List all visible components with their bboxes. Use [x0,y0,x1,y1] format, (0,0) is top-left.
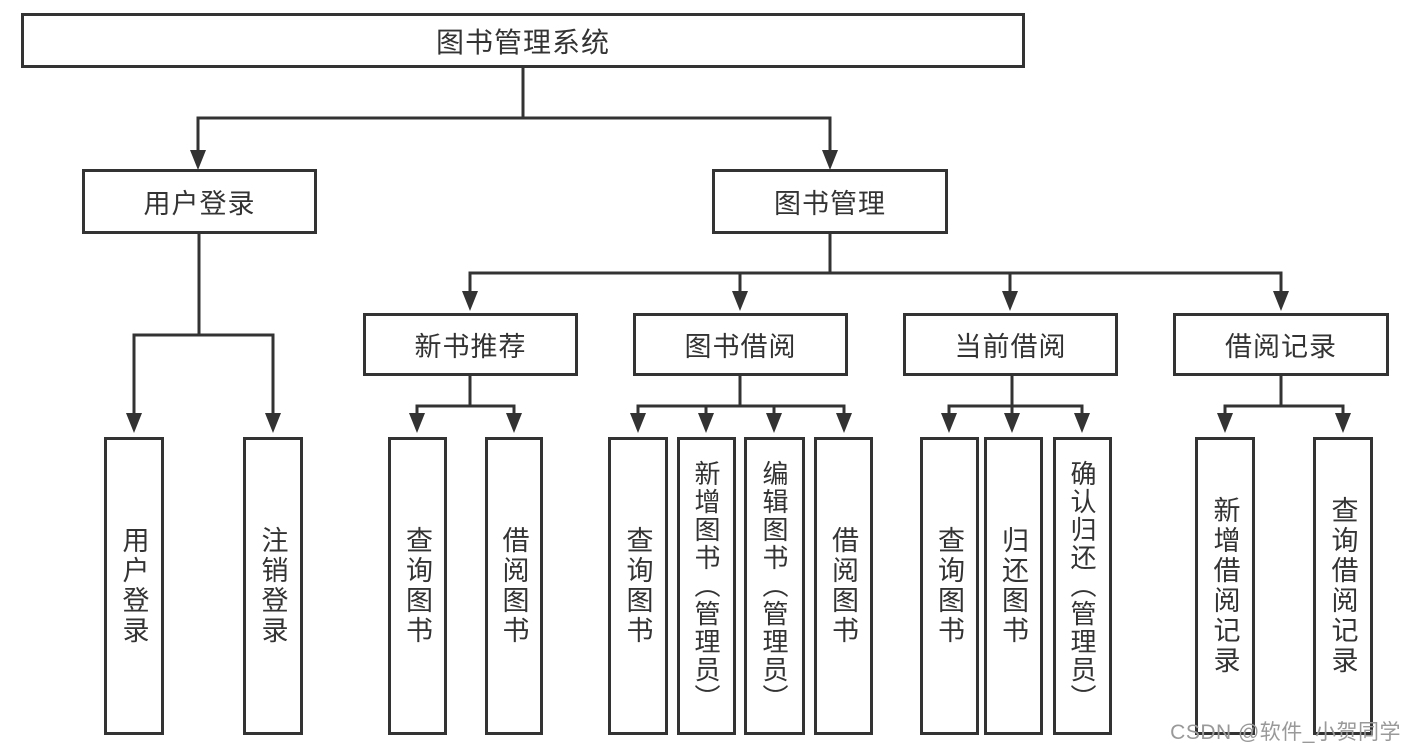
leaf-label: 查询图书 [622,526,653,646]
leaf-return-books: 归还图书 [984,437,1043,735]
node-book-management: 图书管理 [712,169,948,234]
leaf-label: 确认归还（管理员） [1067,460,1097,712]
leaf-search-books-current: 查询图书 [920,437,979,735]
leaf-label: 借阅图书 [828,526,858,646]
leaf-add-book-admin: 新增图书（管理员） [677,437,736,735]
leaf-user-login: 用户登录 [104,437,164,735]
leaf-confirm-return-admin: 确认归还（管理员） [1053,437,1112,735]
leaf-label: 新增图书（管理员） [691,460,721,712]
leaf-add-borrow-record: 新增借阅记录 [1195,437,1255,735]
leaf-label: 归还图书 [998,526,1028,646]
leaf-borrow-books-recommend: 借阅图书 [485,437,543,735]
node-current-borrowing: 当前借阅 [903,313,1118,376]
leaf-search-books-borrow: 查询图书 [608,437,668,735]
leaf-label: 查询图书 [934,526,964,646]
leaf-label: 查询借阅记录 [1327,496,1358,676]
leaf-label: 查询图书 [402,526,432,646]
node-user-login: 用户登录 [82,169,317,234]
leaf-search-books-recommend: 查询图书 [388,437,447,735]
leaf-logout: 注销登录 [243,437,303,735]
leaf-borrow-books: 借阅图书 [814,437,873,735]
node-library-management-system: 图书管理系统 [21,13,1025,68]
leaf-label: 注销登录 [257,526,288,646]
leaf-search-borrow-record: 查询借阅记录 [1313,437,1373,735]
arrowheads [126,150,1351,433]
leaf-edit-book-admin: 编辑图书（管理员） [744,437,805,735]
leaf-label: 用户登录 [118,526,149,646]
watermark: CSDN @软件_小贺同学 [1170,721,1401,744]
node-new-book-recommendation: 新书推荐 [363,313,578,376]
node-book-borrowing: 图书借阅 [633,313,848,376]
leaf-label: 借阅图书 [498,526,529,646]
leaf-label: 新增借阅记录 [1209,496,1240,676]
node-borrowing-records: 借阅记录 [1173,313,1389,376]
leaf-label: 编辑图书（管理员） [759,460,789,712]
